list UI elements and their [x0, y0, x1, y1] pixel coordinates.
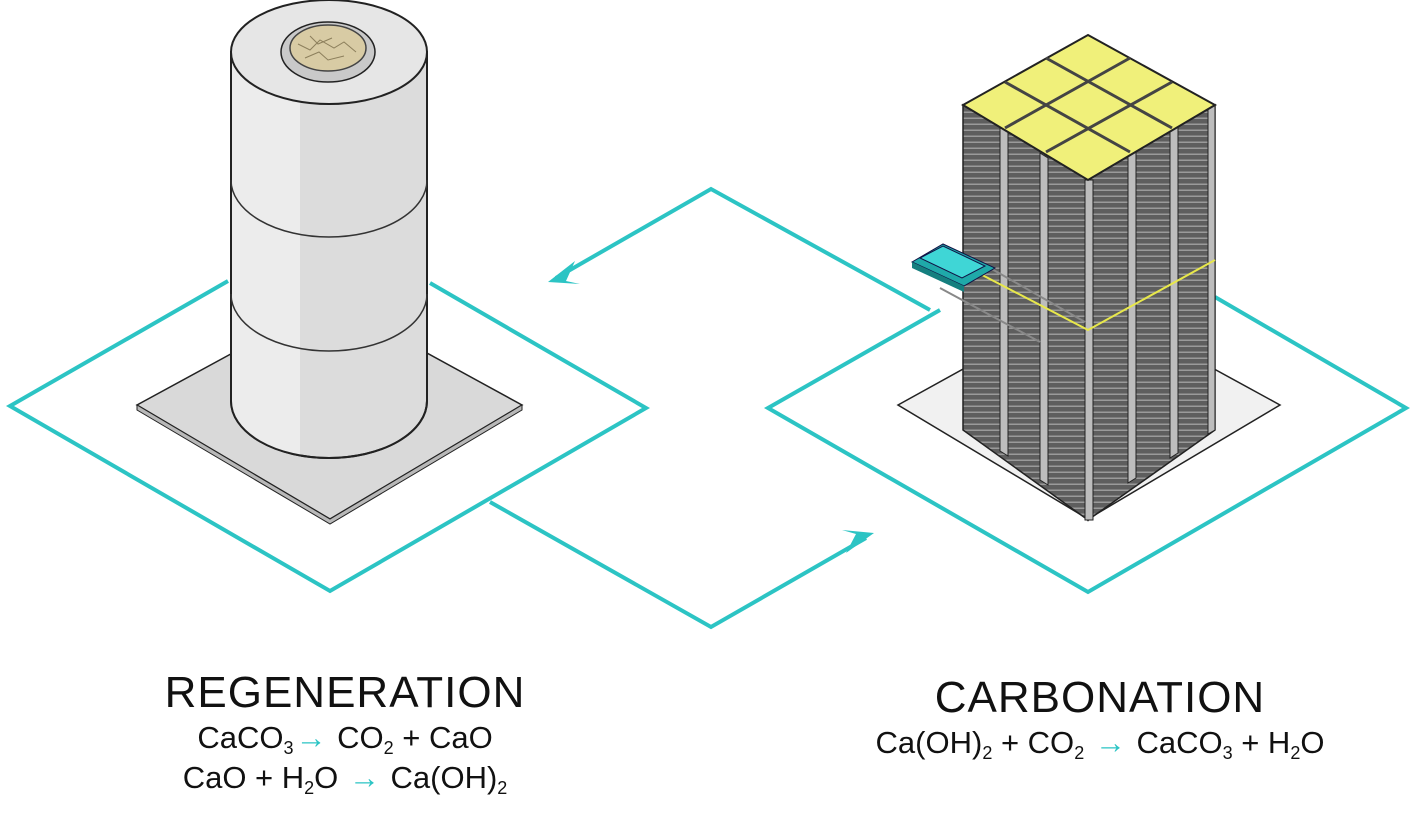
equation-term: CO: [328, 720, 384, 755]
carbonation-label: CARBONATION Ca(OH)2 + CO2 → CaCO3 + H2O: [830, 673, 1370, 763]
carbonation-equations: Ca(OH)2 + CO2 → CaCO3 + H2O: [830, 723, 1370, 763]
reaction-arrow-icon: →: [348, 760, 380, 795]
equation-term: Ca(OH): [875, 725, 983, 760]
regeneration-platform-outline: [5, 279, 650, 594]
arrowhead-right: [842, 530, 874, 553]
equation-line: Ca(OH)2 + CO2 → CaCO3 + H2O: [830, 723, 1370, 763]
carbonation-title: CARBONATION: [934, 673, 1266, 722]
equation-subscript: 2: [1290, 743, 1301, 763]
arrowhead-left: [548, 261, 580, 284]
contactor-stack: [896, 33, 1282, 522]
equation-subscript: 3: [283, 738, 294, 758]
equation-term: + CaO: [393, 720, 493, 755]
cycle-flow: [5, 186, 1410, 630]
equation-subscript: 2: [383, 738, 394, 758]
equation-line: CaCO3→ CO2 + CaO: [95, 718, 595, 758]
equation-term: + H: [1232, 725, 1291, 760]
flow-arrowheads: [548, 261, 874, 553]
equation-term: + CO: [992, 725, 1075, 760]
equation-term: O: [314, 760, 347, 795]
reaction-arrow-icon: →: [1094, 725, 1126, 760]
calciner-cylinder: [135, 0, 524, 525]
equation-subscript: 2: [304, 778, 315, 798]
reaction-arrow-icon: →: [295, 720, 327, 755]
equation-term: CaCO: [1127, 725, 1223, 760]
regeneration-title: REGENERATION: [164, 668, 526, 717]
equation-subscript: 3: [1222, 743, 1233, 763]
equation-term: Ca(OH): [381, 760, 498, 795]
equation-subscript: 2: [982, 743, 993, 763]
equation-term: CaCO: [197, 720, 284, 755]
contactor-top: [961, 33, 1218, 182]
equation-term: O: [1300, 725, 1325, 760]
calciner-opening: [289, 24, 367, 72]
equation-term: [1084, 725, 1093, 760]
lower-flow-path: [489, 500, 867, 630]
upper-flow-path: [555, 186, 931, 312]
equation-line: CaO + H2O → Ca(OH)2: [95, 758, 595, 798]
equation-subscript: 2: [1074, 743, 1085, 763]
sorbent-tray: [910, 243, 997, 292]
equation-subscript: 2: [497, 778, 508, 798]
equation-term: CaO + H: [182, 760, 305, 795]
carbonation-platform-outline: [763, 295, 1410, 595]
